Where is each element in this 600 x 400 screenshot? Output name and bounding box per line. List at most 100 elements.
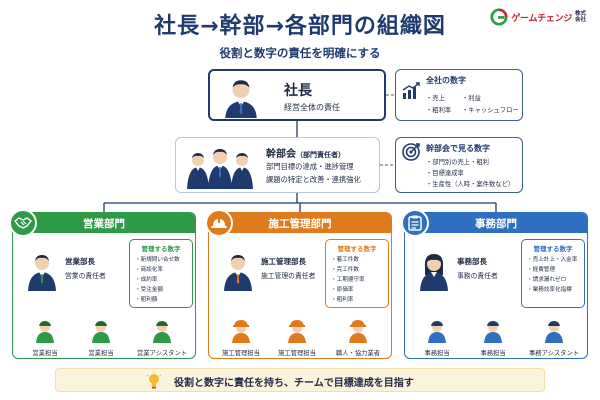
managed-numbers-title: 管理する数字 bbox=[141, 245, 181, 253]
president-kpi-item: ・キャッシュフロー bbox=[462, 107, 519, 114]
staff-member: 施工管理担当 bbox=[213, 319, 269, 357]
managed-number-item: ・完工件数 bbox=[331, 267, 359, 273]
staff-label: 施工管理担当 bbox=[278, 350, 316, 357]
footer-banner: 役割と数字に責任を持ち、チームで目標達成を目指す bbox=[55, 368, 545, 392]
managed-numbers-title: 管理する数字 bbox=[533, 245, 573, 253]
worker-avatar-icon bbox=[232, 320, 250, 343]
staff-member: 事務担当 bbox=[465, 319, 521, 357]
brand-logo: ゲームチェンジ 株式会社 bbox=[490, 8, 586, 26]
staff-label: 事務担当 bbox=[480, 350, 506, 357]
staff-label: 営業担当 bbox=[88, 350, 114, 357]
managed-number-item: ・着工件数 bbox=[331, 257, 359, 263]
executive-group-icon bbox=[187, 149, 253, 189]
brand-name: ゲームチェンジ bbox=[511, 13, 572, 24]
handshake-glyph bbox=[14, 217, 32, 229]
worker-avatar-icon bbox=[349, 320, 367, 343]
page-subtitle: 役割と数字の責任を明確にする bbox=[219, 46, 381, 60]
managed-number-item: ・粗利率 bbox=[331, 297, 354, 303]
executive-line: 部門目標の達成・進捗管理 bbox=[266, 162, 354, 171]
managed-number-item: ・商談化率 bbox=[135, 267, 163, 273]
staff-member: 事務アシスタント bbox=[521, 319, 587, 357]
president-kpi-title: 全社の数字 bbox=[426, 76, 466, 85]
staff-avatar-icon bbox=[92, 321, 110, 343]
staff-label: 職人・協力業者 bbox=[335, 350, 381, 357]
staff-label: 営業アシスタント bbox=[136, 350, 188, 357]
office-manager-avatar-icon bbox=[420, 254, 448, 291]
president-avatar-icon bbox=[225, 80, 257, 118]
managed-number-item: ・請求漏れゼロ bbox=[527, 277, 567, 283]
managed-number-item: ・原価率 bbox=[331, 287, 354, 293]
manager-subtitle: 営業の責任者 bbox=[65, 272, 106, 280]
clipboard-icon bbox=[401, 209, 429, 237]
construction-department-card: 施工管理部門 施工管理部長 施工管理の責任者 管理する数字 ・着工件数 ・完工件… bbox=[205, 209, 392, 359]
president-desc: 経営全体の責任 bbox=[284, 103, 340, 112]
managed-number-item: ・売上計上・入金率 bbox=[527, 257, 578, 263]
lightbulb-icon bbox=[146, 372, 162, 389]
managed-number-item: ・受注金額 bbox=[135, 287, 163, 293]
staff-member: 営業アシスタント bbox=[129, 319, 195, 357]
hard-hat-icon bbox=[205, 209, 233, 237]
president-kpi-box: 全社の数字 ・売上 ・利益 ・粗利率 ・キャッシュフロー bbox=[395, 69, 523, 121]
manager-title: 事務部長 bbox=[457, 257, 487, 266]
staff-label: 施工管理担当 bbox=[222, 350, 260, 357]
sales-department-card: 営業部門 営業部長 営業の責任者 管理する数字 ・新規問い合せ数 ・商談化率 ・… bbox=[9, 209, 196, 359]
staff-avatar-icon bbox=[153, 321, 171, 343]
manager-title: 営業部長 bbox=[65, 257, 95, 266]
managed-number-item: ・粗利額 bbox=[135, 297, 158, 303]
managed-numbers-title: 管理する数字 bbox=[337, 245, 377, 253]
staff-avatar-icon bbox=[545, 321, 563, 343]
managed-number-item: ・新規問い合せ数 bbox=[135, 257, 180, 263]
department-header: 施工管理部門 bbox=[209, 213, 391, 233]
staff-avatar-icon bbox=[36, 321, 54, 343]
staff-member: 営業担当 bbox=[73, 319, 129, 357]
clipboard-glyph bbox=[408, 215, 422, 231]
office-department-card: 事務部門 事務部長 事務の責任者 管理する数字 ・売上計上・入金率 ・経費管理 … bbox=[401, 209, 588, 359]
managed-numbers-box: 管理する数字 ・売上計上・入金率 ・経費管理 ・請求漏れゼロ ・業務効率化指標 bbox=[521, 239, 585, 308]
executive-line: 課題の特定と改善・連携強化 bbox=[266, 175, 361, 184]
staff-member: 職人・協力業者 bbox=[325, 319, 391, 357]
department-header: 営業部門 bbox=[13, 213, 195, 233]
manager-title: 施工管理部長 bbox=[261, 257, 306, 266]
staff-avatar-icon bbox=[428, 321, 446, 343]
manager-subtitle: 施工管理の責任者 bbox=[261, 272, 316, 280]
president-kpi-item: ・売上 bbox=[426, 95, 445, 102]
worker-avatar-icon bbox=[288, 320, 306, 343]
construction-manager-avatar-icon bbox=[224, 255, 252, 291]
staff-member: 営業担当 bbox=[17, 319, 73, 357]
handshake-icon bbox=[9, 209, 37, 237]
hard-hat-glyph bbox=[211, 218, 227, 228]
managed-number-item: ・成約率 bbox=[135, 277, 158, 283]
staff-label: 事務アシスタント bbox=[528, 350, 580, 357]
executive-kpi-item: ・生産性（人時・案件数など） bbox=[426, 181, 515, 188]
executive-title-note: （部門責任者） bbox=[296, 151, 345, 159]
department-header: 事務部門 bbox=[405, 213, 587, 233]
managed-number-item: ・業務効率化指標 bbox=[527, 287, 572, 293]
staff-avatar-icon bbox=[484, 321, 502, 343]
managed-number-item: ・工期遵守率 bbox=[331, 277, 365, 283]
executive-kpi-item: ・部門別の売上・粗利 bbox=[426, 159, 489, 166]
manager-subtitle: 事務の責任者 bbox=[457, 272, 498, 280]
executive-kpi-item: ・目標達成率 bbox=[426, 170, 464, 177]
president-title: 社長 bbox=[284, 83, 312, 99]
executive-kpi-box: 幹部会で見る数字 ・部門別の売上・粗利 ・目標達成率 ・生産性（人時・案件数など… bbox=[395, 137, 523, 193]
page-title: 社長→幹部→各部門の組織図 bbox=[154, 14, 446, 39]
brand-suffix: 株式会社 bbox=[575, 11, 587, 23]
managed-numbers-box: 管理する数字 ・着工件数 ・完工件数 ・工期遵守率 ・原価率 ・粗利率 bbox=[325, 239, 389, 308]
brand-mark-icon bbox=[490, 8, 508, 26]
executive-title-text: 幹部会 bbox=[266, 149, 296, 160]
staff-label: 営業担当 bbox=[32, 350, 58, 357]
footer-text: 役割と数字に責任を持ち、チームで目標達成を目指す bbox=[174, 378, 414, 389]
executive-kpi-title: 幹部会で見る数字 bbox=[426, 144, 490, 153]
managed-number-item: ・経費管理 bbox=[527, 267, 555, 273]
executive-card: 幹部会（部門責任者） 部門目標の達成・進捗管理 課題の特定と改善・連携強化 bbox=[175, 137, 380, 193]
staff-member: 事務担当 bbox=[409, 319, 465, 357]
president-card: 社長 経営全体の責任 bbox=[208, 69, 386, 121]
staff-member: 施工管理担当 bbox=[269, 319, 325, 357]
target-icon bbox=[402, 143, 420, 161]
president-kpi-item: ・粗利率 bbox=[426, 107, 452, 114]
managed-numbers-box: 管理する数字 ・新規問い合せ数 ・商談化率 ・成約率 ・受注金額 ・粗利額 bbox=[129, 239, 193, 308]
staff-label: 事務担当 bbox=[424, 350, 450, 357]
sales-manager-avatar-icon bbox=[28, 255, 56, 291]
bar-chart-icon bbox=[402, 82, 420, 99]
president-kpi-item: ・利益 bbox=[462, 95, 481, 102]
